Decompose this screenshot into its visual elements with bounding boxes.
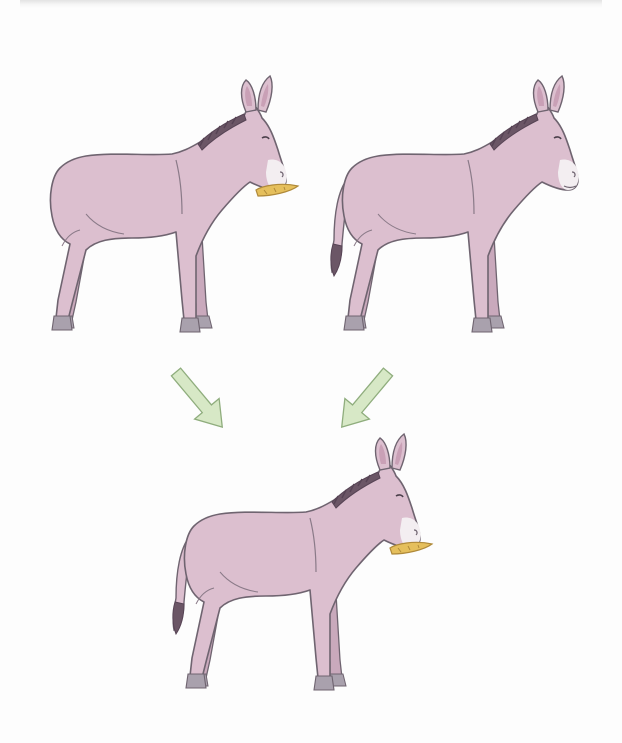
parent-donkey-right xyxy=(331,76,579,332)
parent-donkey-left xyxy=(50,76,298,332)
arrow-left-icon xyxy=(164,362,235,438)
arrow-right-icon xyxy=(329,362,400,438)
offspring-donkey xyxy=(173,434,432,690)
